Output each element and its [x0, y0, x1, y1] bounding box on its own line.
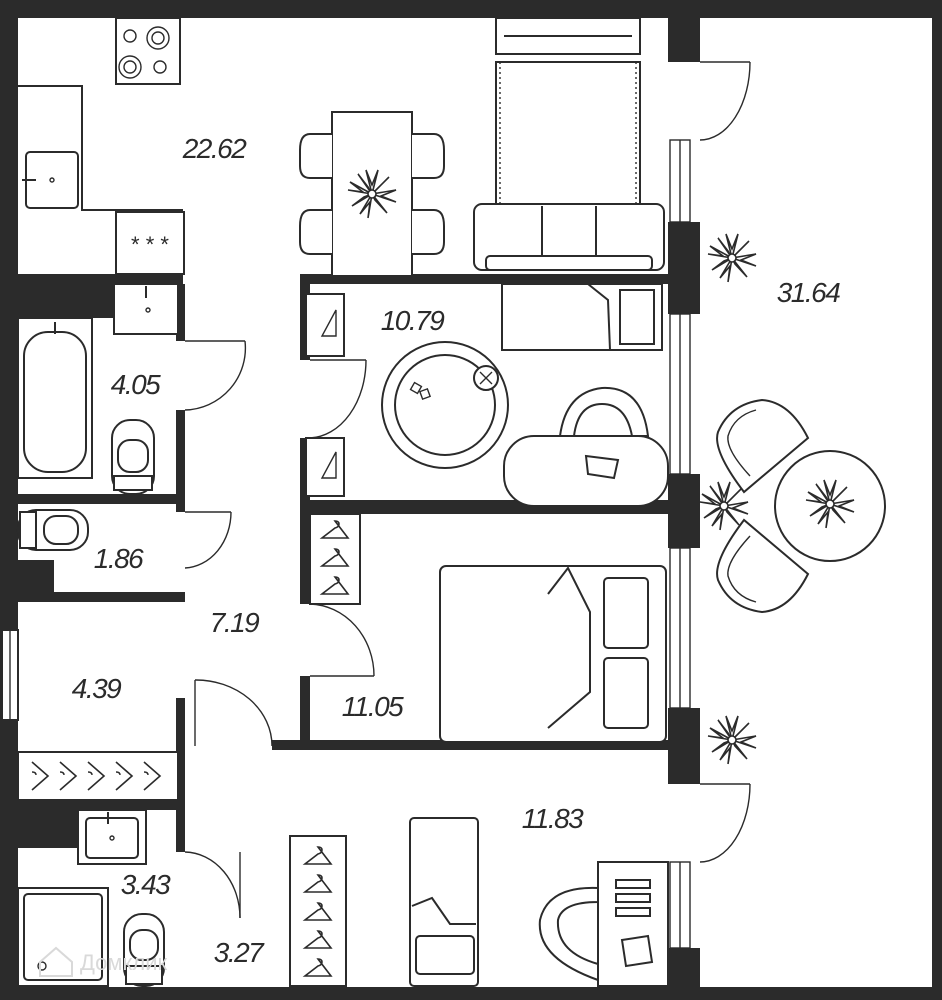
stove-icon: [115, 17, 181, 85]
bedroom-2: 11.05: [309, 513, 667, 743]
room-area-bathroom-1: 4.05: [111, 369, 161, 400]
room-area-bedroom-3: 11.83: [522, 803, 584, 834]
balcony: 31.64: [699, 233, 886, 765]
carpet: [495, 61, 641, 213]
toilet-room: 1.86: [17, 509, 146, 574]
wardrobe: [309, 513, 361, 605]
room-area-bathroom-2: 3.43: [121, 869, 171, 900]
bathroom-1: 4.05: [17, 283, 179, 495]
svg-text:* * *: * * *: [131, 232, 169, 257]
room-area-bedroom-2: 11.05: [342, 691, 404, 722]
room-area-storage: 4.39: [72, 673, 121, 704]
room-area-toilet: 1.86: [94, 543, 144, 574]
room-area-bedroom-1: 10.79: [381, 305, 444, 336]
room-area-kitchen: 22.62: [182, 133, 247, 164]
bedroom-1: 10.79: [305, 283, 669, 507]
room-area-balcony: 31.64: [777, 277, 840, 308]
wardrobe: [305, 437, 345, 497]
watermark-text: Домклик: [80, 950, 168, 975]
doors: [184, 61, 751, 919]
room-area-entrance: 3.27: [214, 937, 265, 968]
armchair: [716, 398, 810, 494]
plant-icon: [707, 715, 757, 765]
bathroom-2: 3.43: [17, 809, 173, 987]
storage-room: 4.39: [17, 673, 179, 801]
wardrobe: [17, 751, 179, 801]
room-area-hallway: 7.19: [210, 607, 259, 638]
wardrobe: [305, 293, 345, 357]
desk: [503, 435, 669, 507]
kitchen: * * * 22.62: [18, 17, 665, 277]
watermark: Домклик: [39, 946, 168, 977]
armchair: [716, 518, 810, 614]
plant-icon: [707, 233, 757, 283]
bedroom-3: 11.83: [289, 803, 669, 987]
